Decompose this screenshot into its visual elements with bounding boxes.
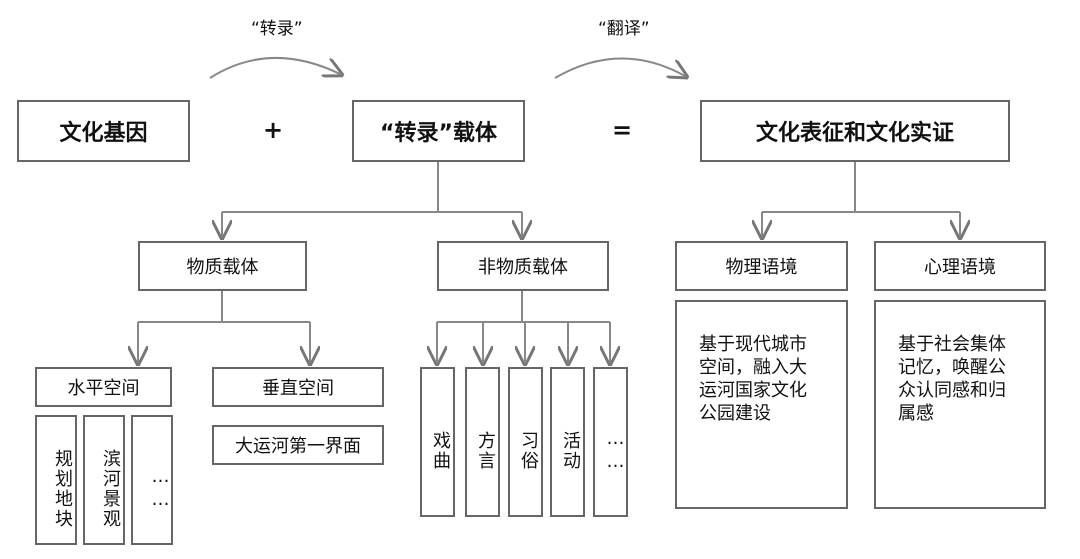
cultural-gene-box: 文化基因 bbox=[17, 100, 190, 162]
riverside-landscape-box: 滨河景观 bbox=[83, 415, 125, 545]
material-ellipsis-label: …… bbox=[150, 466, 171, 512]
material-carrier-label: 物质载体 bbox=[186, 257, 259, 278]
cultural-representation-box: 文化表征和文化实证 bbox=[700, 100, 1010, 162]
psychological-context-line: 属感 bbox=[898, 403, 934, 424]
vertical-space-label: 垂直空间 bbox=[262, 378, 334, 399]
physical-context-box: 物理语境 bbox=[675, 241, 848, 291]
physical-context-line: 公园建设 bbox=[699, 403, 771, 424]
psychological-context-line: 基于社会集体 bbox=[898, 334, 1006, 355]
customs-box: 习俗 bbox=[508, 367, 543, 517]
transcription-carrier-label: “转录”载体 bbox=[380, 121, 497, 146]
psychological-context-line: 众认同感和归 bbox=[898, 380, 1006, 401]
nonmaterial-carrier-label: 非物质载体 bbox=[478, 257, 568, 278]
physical-context-description: 基于现代城市 空间，融入大 运河国家文化 公园建设 bbox=[699, 333, 807, 425]
psychological-context-label: 心理语境 bbox=[924, 257, 996, 278]
psychological-context-description-box bbox=[874, 300, 1046, 509]
cultural-representation-label: 文化表征和文化实证 bbox=[755, 121, 954, 146]
transcribe-arrow bbox=[209, 57, 340, 79]
opera-label: 戏曲 bbox=[430, 431, 451, 471]
translate-label: “翻译” bbox=[598, 19, 650, 39]
horizontal-space-box: 水平空间 bbox=[35, 367, 172, 407]
psychological-context-line: 记忆，唤醒公 bbox=[898, 357, 1006, 378]
material-ellipsis-box: …… bbox=[131, 415, 173, 545]
equals-sign: = bbox=[612, 116, 633, 144]
cultural-gene-label: 文化基因 bbox=[59, 121, 148, 146]
nonmaterial-ellipsis-label: …… bbox=[605, 428, 626, 474]
psychological-context-description: 基于社会集体 记忆，唤醒公 众认同感和归 属感 bbox=[898, 333, 1006, 425]
planning-plot-label: 规划地块 bbox=[52, 449, 73, 529]
physical-context-line: 基于现代城市 bbox=[699, 334, 807, 355]
vertical-space-box: 垂直空间 bbox=[212, 367, 384, 407]
customs-label: 习俗 bbox=[518, 431, 539, 471]
first-interface-box: 大运河第一界面 bbox=[212, 425, 384, 465]
physical-context-label: 物理语境 bbox=[725, 257, 798, 278]
plus-sign: + bbox=[263, 116, 284, 144]
horizontal-space-label: 水平空间 bbox=[67, 378, 140, 399]
opera-box: 戏曲 bbox=[420, 367, 455, 517]
physical-context-line: 运河国家文化 bbox=[699, 380, 807, 401]
dialect-label: 方言 bbox=[475, 431, 496, 471]
dialect-box: 方言 bbox=[465, 367, 500, 517]
transcription-carrier-box: “转录”载体 bbox=[352, 100, 525, 162]
translate-arrow bbox=[554, 57, 685, 78]
planning-plot-box: 规划地块 bbox=[35, 415, 77, 545]
activities-label: 活动 bbox=[560, 431, 581, 471]
psychological-context-box: 心理语境 bbox=[874, 241, 1046, 291]
material-carrier-box: 物质载体 bbox=[138, 241, 307, 291]
transcribe-label: “转录” bbox=[251, 19, 303, 39]
riverside-landscape-label: 滨河景观 bbox=[100, 449, 121, 529]
physical-context-line: 空间，融入大 bbox=[699, 357, 807, 378]
first-interface-label: 大运河第一界面 bbox=[235, 436, 361, 457]
physical-context-description-box bbox=[675, 300, 848, 509]
nonmaterial-ellipsis-box: …… bbox=[593, 367, 628, 517]
activities-box: 活动 bbox=[550, 367, 585, 517]
nonmaterial-carrier-box: 非物质载体 bbox=[437, 241, 609, 291]
